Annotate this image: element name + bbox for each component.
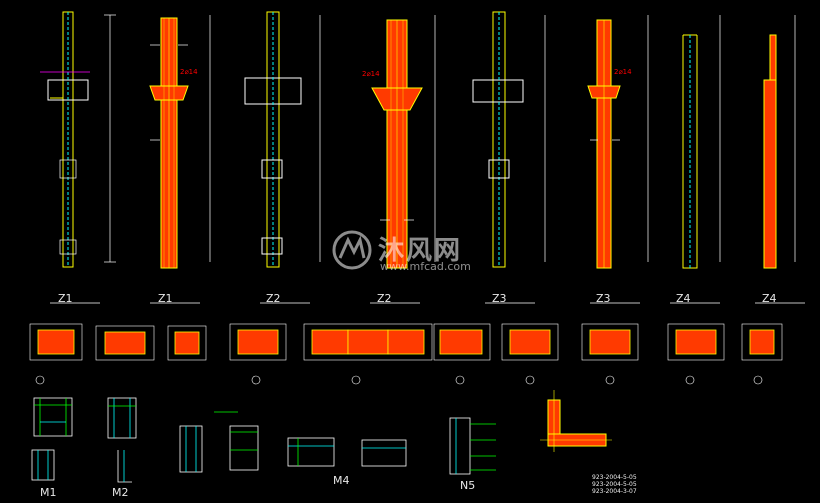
column-z1-section-elevation: 2⌀14 bbox=[149, 15, 211, 269]
column-z2-section-elevation: 2⌀14 bbox=[362, 15, 436, 269]
watermark-url: www.mfcad.com bbox=[380, 260, 471, 273]
column-z3-section-elevation: 2⌀14 bbox=[587, 15, 649, 269]
detail-m2 bbox=[107, 397, 137, 483]
watermark-logo-icon bbox=[332, 230, 372, 270]
reference-note: 923-2004-5-05 bbox=[592, 481, 637, 488]
watermark-logo: 沐风网 www.mfcad.com bbox=[330, 228, 500, 276]
detail-m1 bbox=[31, 397, 73, 481]
reference-note: 923-2004-5-05 bbox=[592, 474, 637, 481]
detail-label: M1 bbox=[40, 486, 57, 499]
detail-n5 bbox=[449, 417, 496, 475]
reference-notes: 923-2004-5-05 923-2004-5-05 923-2004-3-0… bbox=[522, 474, 637, 495]
column-z1-elevation bbox=[47, 11, 89, 268]
detail-label: N5 bbox=[460, 479, 476, 492]
column-z2-elevation bbox=[244, 11, 321, 268]
svg-text:2⌀14: 2⌀14 bbox=[362, 70, 380, 78]
column-label: Z1 bbox=[58, 292, 73, 305]
column-label: Z3 bbox=[492, 292, 507, 305]
column-label: Z2 bbox=[266, 292, 281, 305]
column-label: Z1 bbox=[158, 292, 173, 305]
detail-wall-corner bbox=[540, 390, 612, 452]
detail-stirrup bbox=[179, 411, 259, 473]
column-label: Z2 bbox=[377, 292, 392, 305]
column-label: Z4 bbox=[762, 292, 777, 305]
cross-sections-row bbox=[37, 329, 775, 355]
watermark-brand: 沐风网 bbox=[378, 236, 463, 266]
column-label: Z3 bbox=[596, 292, 611, 305]
detail-m4 bbox=[287, 437, 407, 467]
svg-text:2⌀14: 2⌀14 bbox=[614, 68, 632, 76]
column-z4-section-elevation bbox=[763, 15, 796, 269]
reference-note: 923-2004-3-07 bbox=[592, 488, 637, 495]
detail-label: M2 bbox=[112, 486, 129, 499]
detail-label: M4 bbox=[333, 474, 350, 487]
column-label: Z4 bbox=[676, 292, 691, 305]
column-z4-elevation bbox=[682, 15, 721, 269]
column-z3-elevation bbox=[472, 11, 546, 268]
svg-text:2⌀14: 2⌀14 bbox=[180, 68, 198, 76]
